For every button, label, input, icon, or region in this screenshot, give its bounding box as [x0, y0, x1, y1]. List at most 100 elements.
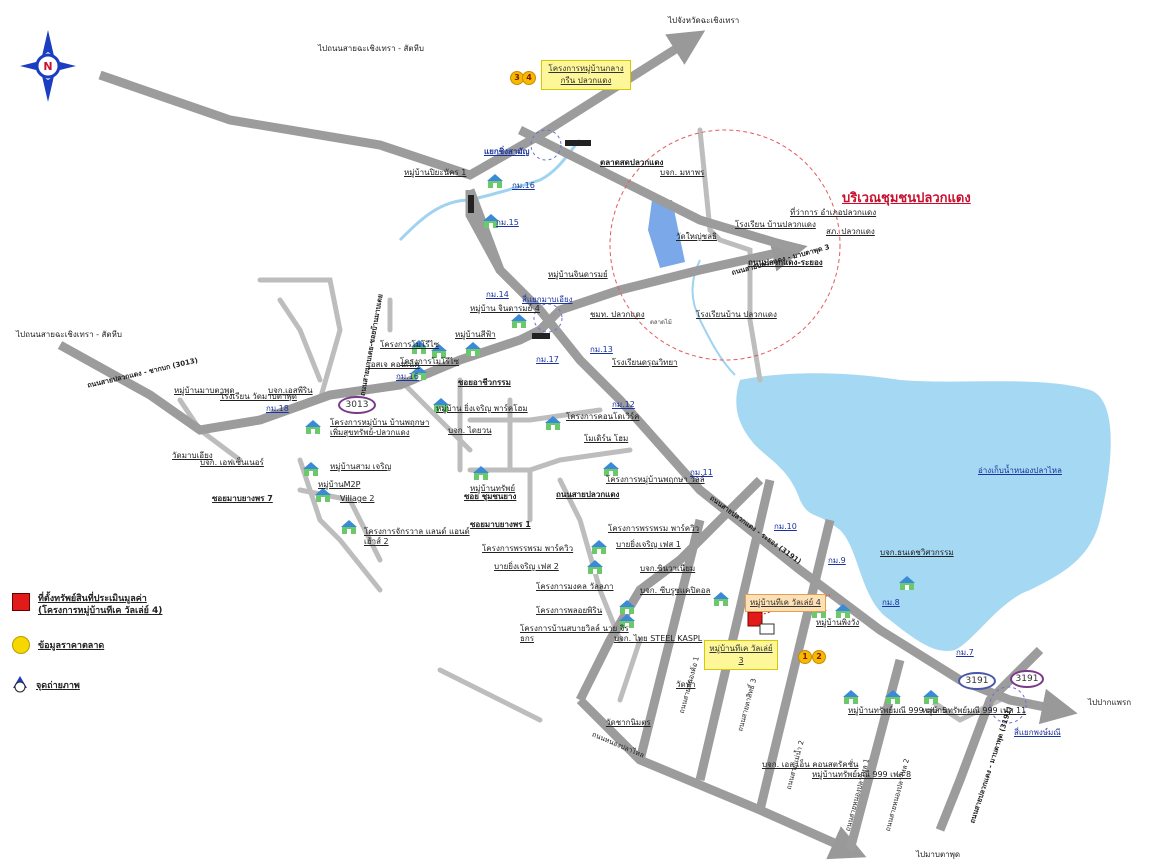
house-icon [545, 416, 561, 430]
map-label-l15: หมู่บ้าน จินดารมย์ 4 [470, 304, 540, 313]
map-label-l50: โครงการจักรวาล แลนด์ แอนด์ เฮ้าส์ 2 [364, 527, 470, 546]
map-label-l12: หมู่บ้านจินดารมย์ [548, 270, 608, 279]
map-label-l3: บจก. มหาพร [660, 168, 705, 177]
legend-property-line2: (โครงการหมู่บ้านทีเค วัลเล่ย์ 4) [38, 606, 163, 616]
map-label-l65: โครงการบ้านสบายวิลล์ นาย จิรธกร [520, 624, 629, 643]
map-label-l35: บจก.เอสพีริน [268, 386, 313, 395]
house-icon [899, 576, 915, 590]
market-data-badge: 1 [798, 650, 812, 664]
map-label-l13: กม.14 [486, 290, 509, 299]
map-label-l42: Village 2 [340, 494, 375, 503]
map-label-l23: โครงการโมโรีไซ [380, 340, 440, 349]
map-label-l58: บจก.ธนเดชวิศวกรรม [880, 548, 954, 557]
legend-item-property: ที่ตั้งทรัพย์สินที่ประเมินมูลค่า (โครงกา… [12, 593, 162, 617]
map-label-l67: วัดท้า [676, 680, 696, 689]
direction-top-right: ไปจังหวัดฉะเชิงเทรา [668, 16, 740, 25]
map-label-l14: สี่แยกมาบเอียง [522, 295, 573, 304]
legend-red-square [12, 593, 30, 611]
map-label-l71: บจก. เอส เอ็น คอนสตรัคชั่น [762, 760, 859, 769]
house-icon [487, 174, 503, 188]
map-label-l63: กม.8 [882, 598, 900, 607]
map-label-l1: แยกชิ่งสามัญ [484, 147, 530, 156]
legend-photo-text: จุดถ่ายภาพ [36, 681, 80, 691]
house-icon [843, 690, 859, 704]
house-icon [465, 342, 481, 356]
map-label-l46: หมู่บ้านทรัพย์ [470, 484, 516, 493]
community-circle [609, 129, 841, 361]
bridge-marker [468, 195, 474, 213]
map-label-l34: บจก. เอฟเซ็นเนอร์ [200, 458, 264, 467]
rail-crossing [565, 140, 591, 146]
map-label-l29: โครงการคอนโดเวิร์ค [566, 412, 640, 421]
map-label-l44: ซอยมาบยางพร 1 [470, 520, 531, 529]
legend-item-photo: จุดถ่ายภาพ [12, 676, 80, 694]
map-label-l59: โครงการมงคล วัลลภา [536, 582, 614, 591]
house-icon [303, 462, 319, 476]
map-label-l26: กม.16 [396, 372, 419, 381]
road-3191-badge: 3191 [1010, 670, 1044, 688]
house-icon [431, 344, 447, 358]
bridge-marker [532, 333, 550, 339]
map-label-l16: ชมท. ปลวกแดง [590, 310, 645, 319]
map-label-l31: หมู่บ้าน ยิ่งเจริญ พาร์คโฮม [436, 404, 528, 413]
map-label-l72: หมู่บ้านทรัพย์มณี 999 เฟส 8 [812, 770, 912, 779]
river-north [398, 138, 582, 242]
map-label-l39: หมู่บ้านมาบตาพุด [174, 386, 235, 395]
map-label-l19: หมู่บ้านสีฟ้า [455, 330, 496, 339]
house-icon [315, 488, 331, 502]
subject-property-box [759, 623, 775, 635]
subject-property-marker [747, 611, 763, 627]
junction-circle-3 [989, 686, 1027, 724]
road-3191-badge: 3191 [958, 672, 996, 690]
map-label-l18: ตลาดไม้ [650, 319, 672, 326]
map-label-l68: วัดชากนิมตร [606, 718, 651, 727]
house-icon [483, 214, 499, 228]
map-label-l36: กม.18 [266, 404, 289, 413]
community-title: บริเวณชุมชนปลวกแดง [842, 191, 971, 206]
map-label-l56: บจก.ซินวาเนียม [640, 564, 696, 573]
map-label-l53: กม.10 [774, 522, 797, 531]
map-label-l40: หมู่บ้านสาม เจริญ [330, 462, 392, 471]
legend-market-text: ข้อมูลราคาตลาด [38, 641, 105, 651]
map-label-l66: กม.7 [956, 648, 974, 657]
map-label-l45: ซอย ชุมชนยาง [464, 492, 517, 501]
legend-property-line1: ที่ตั้งทรัพย์สินที่ประเมินมูลค่า [38, 594, 147, 604]
house-icon [619, 614, 635, 628]
house-icon [587, 560, 603, 574]
legend-photo-icon [12, 676, 28, 694]
market-data-badge: 4 [522, 71, 536, 85]
map-label-l28: กม.12 [612, 400, 635, 409]
map-label-l61: โครงการพลอยพิริน [536, 606, 603, 615]
house-icon [305, 420, 321, 434]
map-label-l47: โครงการหมู่บ้านพฤกษา วิลล์ [606, 475, 705, 484]
map-label-l54: โครงการพรรพรม พาร์ควิว [482, 544, 574, 553]
reservoir-label: อ่างเก็บน้ำหนองปลาไหล [978, 466, 1062, 475]
house-icon [433, 398, 449, 412]
house-icon [411, 340, 427, 354]
map-label-l7: วัดใหญ่ชลธิ [676, 232, 717, 241]
map-label-l4: หมู่บ้านปิยะนัคร 1 [404, 168, 467, 177]
subject-property-box-label: หมู่บ้านทีเค วัลเล่ย์ 3 [704, 640, 778, 670]
legend-property-text: ที่ตั้งทรัพย์สินที่ประเมินมูลค่า (โครงกา… [38, 593, 162, 617]
direction-right: ไปปากแพรก [1088, 698, 1132, 707]
house-icon [411, 366, 427, 380]
map-label-l10: สภ. ปลวกแดง [826, 227, 875, 236]
map-label-l2: ตลาดสดปลวกแดง [600, 158, 664, 167]
map-label-l32: บจก. ไดยวน [448, 426, 492, 435]
map-label-l5: กม.16 [512, 181, 535, 190]
legend-yellow-circle [12, 636, 30, 654]
road-3013-badge: 3013 [338, 396, 376, 414]
top-project-box: โครงการหมู่บ้านกลาง กรีน ปลวกแดง [541, 60, 631, 90]
map-label-l64: บจก. ไทย STEEL KASPL [614, 634, 703, 643]
house-icon [473, 466, 489, 480]
map-label-l25: เอสเจ คอนเน็ค [368, 360, 420, 369]
legend-item-market: ข้อมูลราคาตลาด [12, 636, 104, 654]
map-label-l17: โรงเรียนบ้าน ปลวกแดง [696, 310, 777, 319]
map-label-l8: โรงเรียน บ้านปลวกแดง [735, 220, 816, 229]
house-icon [511, 314, 527, 328]
house-icon [603, 462, 619, 476]
map-label-l62: หมู่บ้านพิงวัง [816, 618, 860, 627]
map-label-l33: โครงการหมู่บ้าน บ้านพฤกษา เพิ่มสุขทรัพย์… [330, 418, 430, 437]
map-label-l70: หมู่บ้านทรัพย์มณี 999 เฟส 11 [922, 706, 1027, 715]
